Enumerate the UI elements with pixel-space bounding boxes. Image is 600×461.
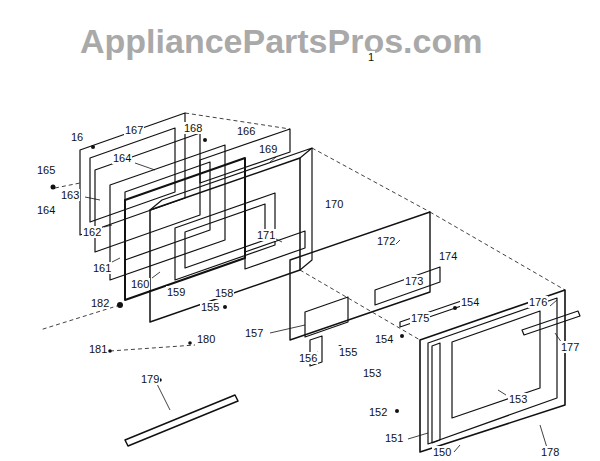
callout-number: 16 [70, 131, 84, 143]
callout-number: 180 [196, 333, 216, 345]
callout-number: 150 [432, 446, 452, 458]
callout-number: 153 [362, 367, 382, 379]
door-gasket [125, 158, 245, 300]
callout-number: 168 [183, 122, 203, 134]
callout-number: 170 [324, 198, 344, 210]
callout-number: 155 [200, 301, 220, 313]
side-trim [432, 343, 440, 443]
inner-panel [290, 212, 430, 340]
callout-number: 169 [258, 143, 278, 155]
door-frame [80, 113, 185, 235]
callout-number: 164 [112, 152, 132, 164]
door-handle [125, 395, 238, 446]
callout-number: 165 [36, 164, 56, 176]
callout-number: 178 [540, 446, 560, 458]
callout-number: 181 [88, 343, 108, 355]
callout-number: 163 [60, 189, 80, 201]
leader-lines [85, 157, 562, 452]
callout-number: 182 [90, 297, 110, 309]
liner-window-inner [185, 204, 265, 268]
callout-number: 174 [438, 250, 458, 262]
assembly-lines [40, 113, 565, 351]
door-liner-side [300, 148, 312, 270]
callout-number: 160 [130, 278, 150, 290]
door-liner [150, 158, 300, 322]
watermark: AppliancePartsPros.com [80, 22, 482, 60]
callout-number: 161 [92, 262, 112, 274]
callout-number: 171 [256, 229, 276, 241]
door-frame-inner [90, 128, 175, 222]
callout-number: 154 [460, 296, 480, 308]
window-frame-inner [125, 162, 210, 260]
outer-door-frame [428, 298, 557, 444]
callout-number: 177 [560, 341, 580, 353]
callout-number: 156 [298, 352, 318, 364]
callout-number: 164 [36, 204, 56, 216]
callout-number: 153 [508, 393, 528, 405]
callout-number: 176 [528, 296, 548, 308]
callout-number: 155 [338, 346, 358, 358]
callout-number: 158 [214, 287, 234, 299]
insulation-block [200, 129, 290, 183]
outer-door-panel [420, 290, 565, 452]
callout-number: 159 [166, 286, 186, 298]
callout-number: 179 [140, 373, 160, 385]
outer-glass [452, 311, 540, 418]
callout-number: 157 [244, 327, 264, 339]
trim-strip [375, 267, 440, 305]
callout-number: 154 [374, 333, 394, 345]
callout-number: 1 [367, 51, 375, 63]
screws [51, 138, 458, 413]
handle-bar [522, 311, 580, 335]
callout-number: 175 [410, 312, 430, 324]
door-liner-top [150, 148, 312, 210]
callout-number: 173 [404, 275, 424, 287]
callout-number: 162 [82, 226, 102, 238]
callout-number: 172 [376, 235, 396, 247]
callout-number: 167 [124, 124, 144, 136]
callout-number: 152 [368, 406, 388, 418]
callout-number: 151 [384, 432, 404, 444]
callout-number: 166 [236, 125, 256, 137]
hinge-plate [305, 297, 348, 337]
